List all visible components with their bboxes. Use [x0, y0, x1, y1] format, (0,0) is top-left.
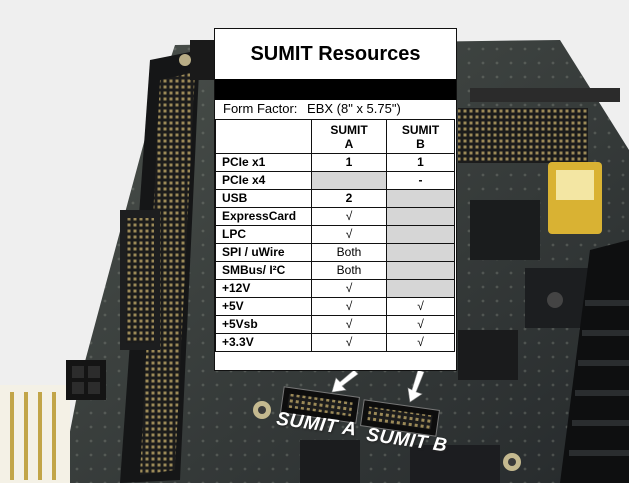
- table-row: +5V√√: [215, 297, 455, 316]
- row-value-sumit-a: [311, 171, 387, 190]
- sumit-resources-panel: SUMIT Resources Form Factor: EBX (8" x 5…: [214, 28, 457, 371]
- row-value-sumit-b: 1: [386, 153, 455, 172]
- row-value-sumit-a: √: [311, 297, 387, 316]
- row-value-sumit-b: [386, 189, 455, 208]
- title-divider-bar: [215, 79, 456, 100]
- row-label: SPI / uWire: [215, 243, 312, 262]
- row-label: +12V: [215, 279, 312, 298]
- arrow-icon-b: [407, 369, 425, 403]
- table-row: ExpressCard√: [215, 207, 455, 226]
- row-value-sumit-b: [386, 225, 455, 244]
- table-row: LPC√: [215, 225, 455, 244]
- row-label: PCIe x4: [215, 171, 312, 190]
- arrow-icon-a: [331, 369, 359, 393]
- form-factor-value: EBX (8" x 5.75"): [307, 101, 401, 116]
- row-value-sumit-a: 2: [311, 189, 387, 208]
- row-label: +3.3V: [215, 333, 312, 352]
- row-value-sumit-b: [386, 207, 455, 226]
- row-value-sumit-a: 1: [311, 153, 387, 172]
- row-value-sumit-b: [386, 279, 455, 298]
- row-value-sumit-b: [386, 261, 455, 280]
- row-label: LPC: [215, 225, 312, 244]
- panel-title: SUMIT Resources: [250, 43, 421, 65]
- table-row: PCIe x4 -: [215, 171, 455, 190]
- header-sumit-a-line1: SUMIT: [330, 122, 368, 137]
- row-value-sumit-b: √: [386, 333, 455, 352]
- row-label: USB: [215, 189, 312, 208]
- row-label: +5Vsb: [215, 315, 312, 334]
- form-factor-label: Form Factor:: [223, 101, 298, 116]
- table-row: +3.3V√√: [215, 333, 455, 352]
- row-value-sumit-a: √: [311, 315, 387, 334]
- header-sumit-a-line2: A: [344, 136, 354, 151]
- row-value-sumit-a: Both: [311, 261, 387, 280]
- row-value-sumit-a: √: [311, 333, 387, 352]
- row-label: PCIe x1: [215, 153, 312, 172]
- row-value-sumit-a: √: [311, 225, 387, 244]
- row-label: SMBus/ I²C: [215, 261, 312, 280]
- header-sumit-b-line2: B: [416, 136, 425, 151]
- row-value-sumit-b: [386, 243, 455, 262]
- table-header-row: SUMIT A SUMIT B: [215, 119, 455, 154]
- row-label: +5V: [215, 297, 312, 316]
- row-value-sumit-b: -: [386, 171, 455, 190]
- table-row: +12V√: [215, 279, 455, 298]
- row-value-sumit-b: √: [386, 315, 455, 334]
- row-value-sumit-b: √: [386, 297, 455, 316]
- row-value-sumit-a: Both: [311, 243, 387, 262]
- header-blank-cell: [215, 119, 312, 154]
- row-value-sumit-a: √: [311, 207, 387, 226]
- table-row: +5Vsb√√: [215, 315, 455, 334]
- header-sumit-b-line1: SUMIT: [401, 122, 440, 137]
- header-sumit-b: SUMIT B: [386, 119, 455, 154]
- row-value-sumit-a: √: [311, 279, 387, 298]
- form-factor-line: Form Factor: EBX (8" x 5.75"): [223, 100, 453, 118]
- header-sumit-a: SUMIT A: [311, 119, 387, 154]
- row-label: ExpressCard: [215, 207, 312, 226]
